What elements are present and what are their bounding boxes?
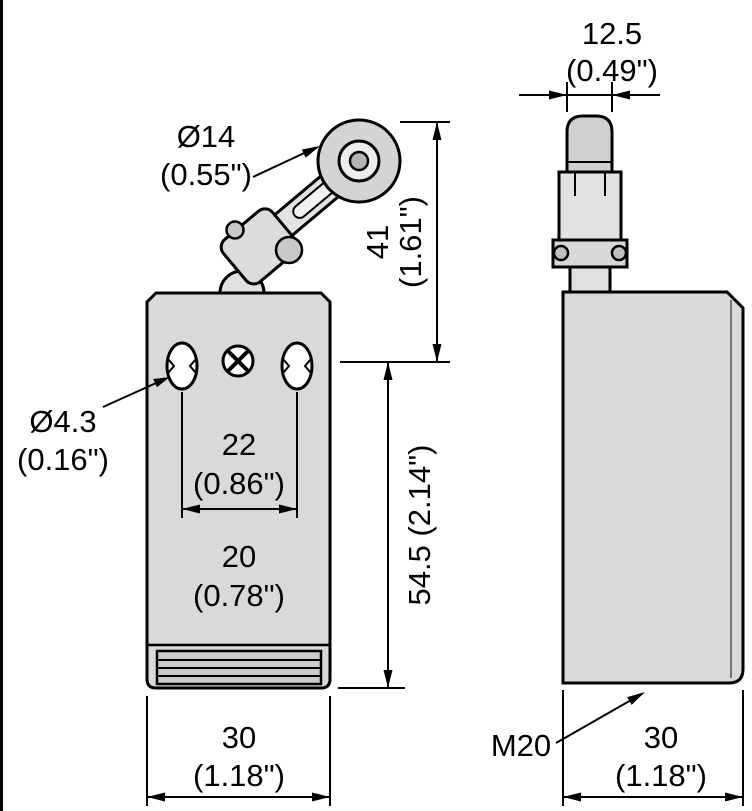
dim-lever-mm: 41 xyxy=(360,225,395,259)
front-view xyxy=(145,118,402,690)
roller-hub xyxy=(348,150,370,172)
lever-fork-side xyxy=(557,170,623,242)
dim-spacing-mm: 22 xyxy=(222,427,256,462)
arrowhead xyxy=(627,692,645,705)
arrowhead xyxy=(182,504,200,514)
dim-body-height: 54.5 (2.14") xyxy=(402,445,437,606)
arrowhead xyxy=(153,377,170,388)
arrowhead xyxy=(612,90,630,100)
dim-top-mm: 12.5 xyxy=(582,16,642,51)
dim-roller-dia-mm: Ø14 xyxy=(177,119,236,154)
hole-notch xyxy=(167,358,176,374)
dim-width-side-mm: 30 xyxy=(644,720,678,755)
side-view xyxy=(551,114,745,685)
arrowhead xyxy=(312,792,330,802)
dim-thread: M20 xyxy=(491,728,551,763)
dim-width-front-in: (1.18") xyxy=(193,758,285,793)
hole-notch xyxy=(188,358,197,374)
arrowhead xyxy=(432,344,442,362)
roller-side xyxy=(565,114,614,174)
dim-top-in: (0.49") xyxy=(566,53,658,88)
hole-notch xyxy=(303,358,312,374)
switch-body-side xyxy=(561,290,745,685)
mounting-hole-right xyxy=(280,341,314,391)
lever-clamp-bolt xyxy=(274,235,304,265)
leader-hole-dia xyxy=(102,378,166,408)
arrowhead xyxy=(301,146,320,158)
dimensions: Ø14 (0.55") 41 (1.61") 54.5 (2.14") Ø4.3… xyxy=(17,16,744,806)
arrowhead xyxy=(147,792,165,802)
dim-spacing-in: (0.86") xyxy=(193,466,285,501)
mounting-hole-left xyxy=(165,341,199,391)
dim-lever-in: (1.61") xyxy=(393,196,428,288)
hole-notch xyxy=(282,358,291,374)
arrowhead xyxy=(725,792,743,802)
dim-hole-dia-in: (0.16") xyxy=(17,442,109,477)
dim-hole-dia-mm: Ø4.3 xyxy=(29,404,96,439)
head-stem-side xyxy=(568,265,612,294)
arrowhead xyxy=(383,670,393,688)
pivot-screw-right xyxy=(610,244,628,262)
arrowhead xyxy=(383,362,393,380)
arrowhead xyxy=(563,792,581,802)
dim-depth-in: (0.78") xyxy=(193,578,285,613)
screw-cross xyxy=(226,349,250,373)
leader-thread xyxy=(555,694,641,744)
arrowhead xyxy=(279,504,297,514)
arrowhead xyxy=(432,122,442,140)
switch-body-front xyxy=(145,291,332,690)
dim-width-front-mm: 30 xyxy=(222,720,256,755)
arrowhead xyxy=(549,90,567,100)
dim-width-side-in: (1.18") xyxy=(615,758,707,793)
lever-pivot-pin xyxy=(225,220,245,240)
pivot-screw-left xyxy=(552,244,570,262)
dim-roller-dia-in: (0.55") xyxy=(160,157,252,192)
dim-depth-mm: 20 xyxy=(222,539,256,574)
